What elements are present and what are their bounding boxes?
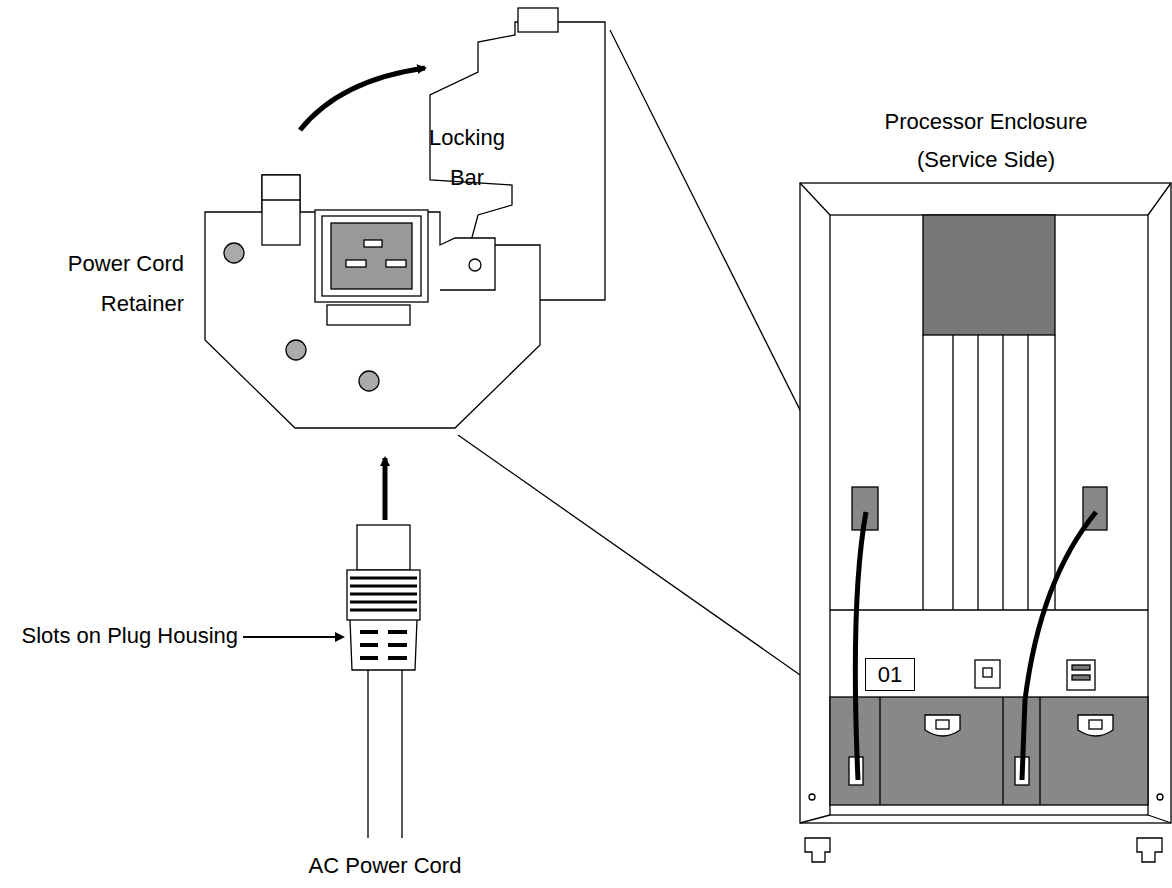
part-label: Power Cord Retainer — [8, 244, 184, 324]
part-label: Slots on Plug Housing — [20, 616, 238, 656]
enclosure: Processor Enclosure (Service Side) 01 — [800, 103, 1172, 823]
part-label: Locking Bar — [412, 118, 522, 198]
unit-number: 01 — [874, 663, 906, 687]
part-label: AC Power Cord — [250, 846, 520, 886]
unit-number-box: 01 — [865, 658, 915, 691]
enclosure-title: Processor Enclosure (Service Side) — [871, 103, 1101, 179]
